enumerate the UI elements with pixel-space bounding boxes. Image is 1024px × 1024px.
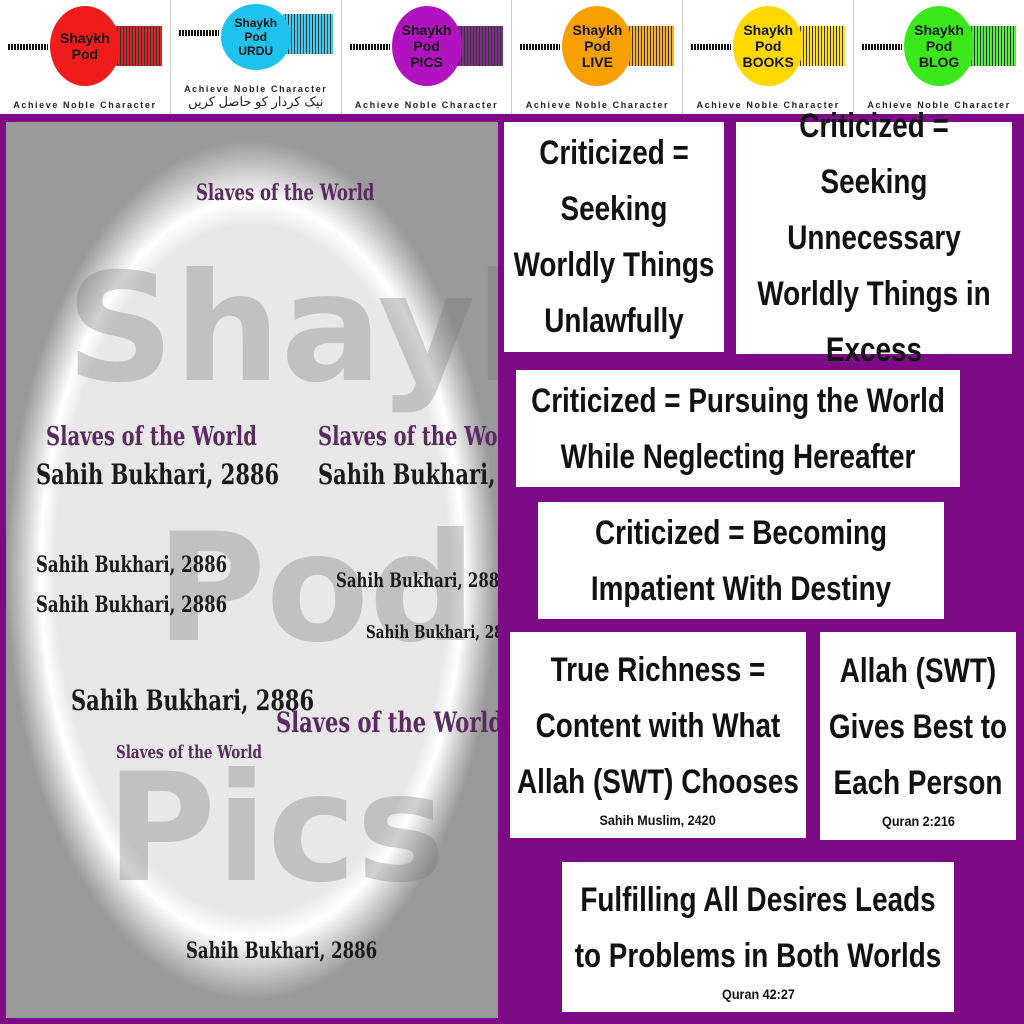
word-cloud-big-text: Pod bbox=[156, 502, 477, 676]
phrase: Sahih Bukhari, 2886 bbox=[36, 552, 228, 578]
tagline: Achieve Noble Character bbox=[184, 84, 328, 94]
tagline: Achieve Noble Character bbox=[525, 100, 670, 110]
phrase: Sahih Bukhari, 2886 bbox=[36, 458, 280, 491]
word-cloud-big-text: Pics bbox=[106, 742, 446, 916]
phrase: Slaves of the World bbox=[276, 706, 498, 739]
phrase: Sahih Bukhari, 2886 bbox=[318, 458, 498, 491]
card-text: Allah (SWT) Gives Best to Each Person bbox=[828, 652, 1008, 802]
card-text: Criticized = Becoming Impatient With Des… bbox=[590, 513, 892, 608]
phrase: Sahih Bukhari, 2886 bbox=[36, 592, 228, 618]
card-criticized-unlawful: Criticized = Seeking Worldly Things Unla… bbox=[504, 122, 724, 352]
tagline-urdu: نیک کردار کو حاصل کریں bbox=[188, 94, 324, 109]
phrase: Sahih Bukhari, 2886 bbox=[71, 684, 315, 717]
card-text: Criticized = Seeking Worldly Things Unla… bbox=[513, 134, 715, 340]
card-text: Criticized = Seeking Unnecessary Worldly… bbox=[757, 107, 991, 369]
phrase: Slaves of the World bbox=[116, 742, 262, 763]
word-cloud-big-text: Shaykh bbox=[66, 242, 498, 416]
card-text: Fulfilling All Desires Leads to Problems… bbox=[574, 881, 942, 975]
card-text: Criticized = Pursuing the World While Ne… bbox=[531, 381, 945, 476]
phrase: Slaves of the World bbox=[196, 180, 375, 206]
phrase: Slaves of the World bbox=[46, 422, 257, 452]
phrase: Slaves of the World bbox=[318, 422, 498, 452]
card-source: Quran 42:27 bbox=[721, 986, 795, 1002]
card-source: Quran 2:216 bbox=[881, 813, 955, 829]
card-fulfilling-desires: Fulfilling All Desires Leads to Problems… bbox=[562, 862, 954, 1012]
card-criticized-excess: Criticized = Seeking Unnecessary Worldly… bbox=[736, 107, 1012, 369]
tagline: Achieve Noble Character bbox=[696, 100, 840, 110]
card-source: Sahih Muslim, 2420 bbox=[599, 812, 717, 828]
phrase: Sahih Bukhari, 2886 bbox=[186, 938, 378, 964]
card-criticized-neglect: Criticized = Pursuing the World While Ne… bbox=[516, 370, 960, 487]
phrase: Sahih Bukhari, 2886 bbox=[336, 568, 498, 592]
word-cloud-image: Shaykh Pod Pics Slaves of the World Slav… bbox=[6, 122, 498, 1018]
card-criticized-impatient: Criticized = Becoming Impatient With Des… bbox=[538, 502, 944, 619]
card-text: True Richness = Content with What Allah … bbox=[517, 651, 799, 801]
tagline: Achieve Noble Character bbox=[13, 100, 157, 110]
tagline: Achieve Noble Character bbox=[354, 100, 499, 110]
tagline: Achieve Noble Character bbox=[867, 100, 1011, 110]
card-true-richness: True Richness = Content with What Allah … bbox=[510, 632, 806, 838]
phrase: Sahih Bukhari, 2886 bbox=[366, 622, 498, 643]
